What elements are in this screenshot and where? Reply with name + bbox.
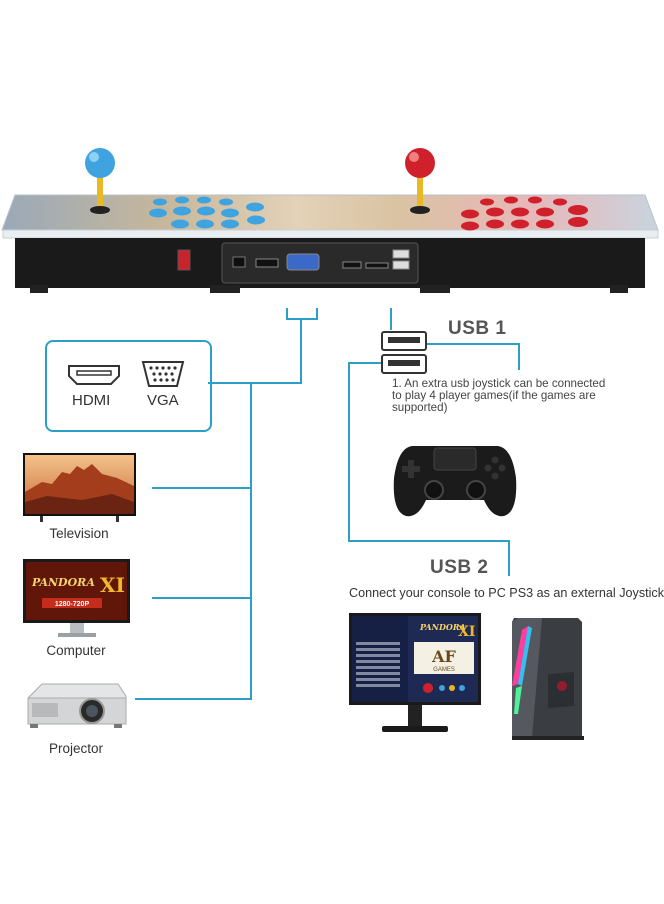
usb1-note-line1: 1. An extra usb joystick can be connecte… [392, 377, 606, 390]
connector-line [135, 698, 252, 700]
usb2-note: Connect your console to PC PS3 as an ext… [349, 586, 664, 600]
connector-line [286, 308, 288, 320]
monitor-sub: GAMES [433, 667, 455, 673]
connector-line [316, 308, 318, 320]
svg-text:XI: XI [458, 624, 475, 640]
pc-tower-image [508, 614, 588, 749]
television-image [22, 452, 137, 529]
usb1-note-line3: supported) [392, 401, 448, 414]
connector-line [250, 383, 252, 700]
svg-text:PANDORA: PANDORA [419, 622, 466, 632]
television-label: Television [49, 526, 109, 541]
svg-text:XI: XI [100, 573, 125, 597]
connector-line [426, 343, 520, 345]
vga-label: VGA [147, 392, 179, 409]
connector-line [518, 343, 520, 370]
connector-line [300, 318, 302, 384]
hdmi-label: HDMI [72, 392, 111, 409]
svg-text:PANDORA: PANDORA [31, 576, 95, 589]
connector-line [152, 597, 252, 599]
projector-image [22, 678, 132, 743]
connector-line [208, 382, 302, 384]
connector-line [348, 540, 510, 542]
connector-line [348, 362, 350, 542]
connector-line [348, 362, 382, 364]
vga-port-icon [141, 360, 185, 393]
connector-line [286, 318, 318, 320]
connector-line [390, 308, 392, 330]
connector-line [508, 540, 510, 576]
usb1-note-line2: to play 4 player games(if the games are [392, 389, 596, 402]
usb1-title: USB 1 [448, 318, 507, 339]
monitor-brand: AF [431, 647, 456, 666]
usb-port-icon [380, 330, 428, 381]
monitor-image: PANDORA XI AF GAMES [348, 612, 482, 741]
arcade-console [0, 130, 660, 300]
hdmi-port-icon [67, 364, 121, 391]
projector-label: Projector [48, 741, 104, 756]
computer-image: PANDORA XI 1280-720P [22, 558, 132, 645]
computer-label: Computer [46, 643, 106, 658]
ports-box [45, 340, 212, 432]
arcade-console-illustration [1, 148, 659, 293]
connector-line [152, 487, 252, 489]
computer-banner: 1280-720P [55, 601, 90, 608]
gamepad-image [392, 438, 518, 525]
usb2-title: USB 2 [430, 557, 489, 578]
